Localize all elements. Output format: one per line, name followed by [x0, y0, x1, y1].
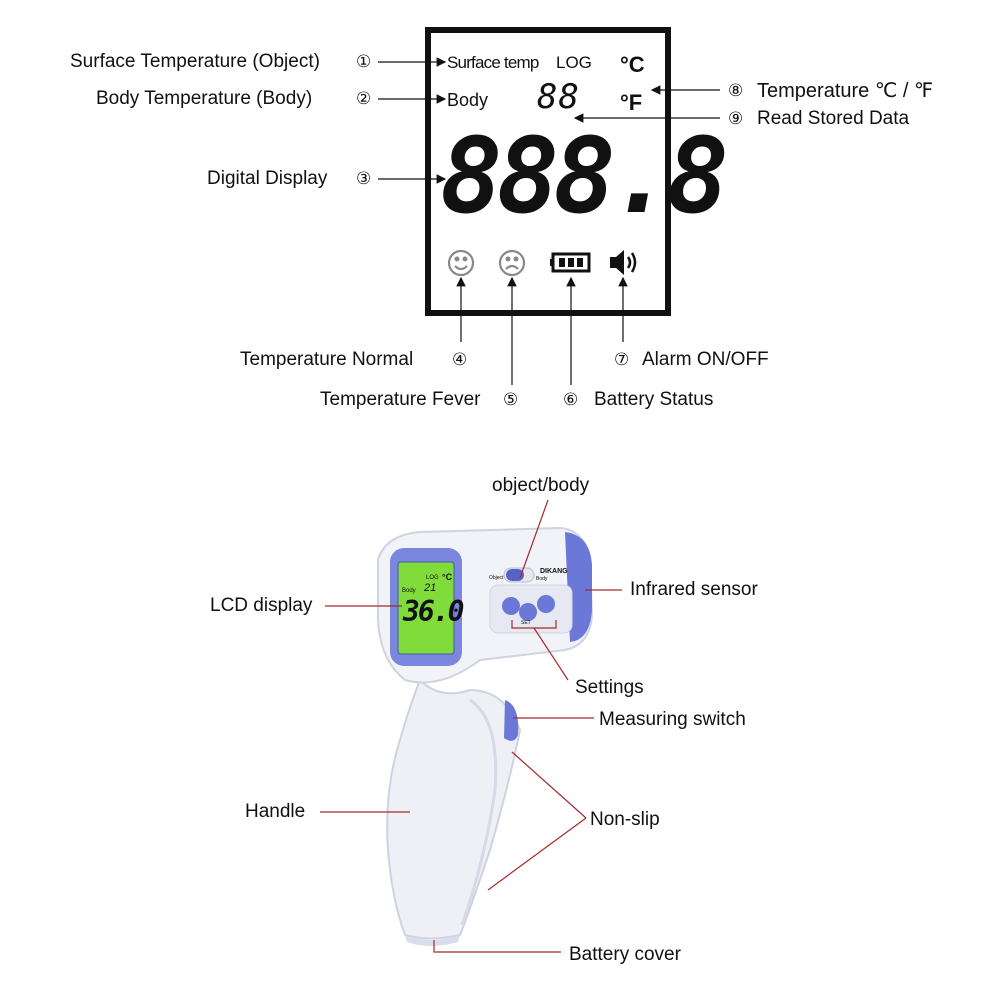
lcd-body-label: Body [447, 90, 489, 110]
leader-settings [533, 627, 569, 681]
label-object-body: object/body [492, 475, 590, 496]
lcd-fahrenheit: °F [620, 90, 643, 115]
callout-5-label: Temperature Fever [320, 389, 481, 410]
screen-small-digits: 21 [424, 582, 437, 594]
label-measuring-switch: Measuring switch [599, 709, 746, 730]
screen-reading: 36.0 [403, 595, 464, 628]
callout-9-label: Read Stored Data [757, 108, 910, 129]
label-lcd-display: LCD display [210, 595, 313, 616]
lcd-log-digits: 88 [537, 77, 580, 117]
lcd-main-digits: 888.8 [440, 115, 729, 237]
button-1 [502, 597, 520, 615]
button-3 [537, 595, 555, 613]
switch-body-label: Body [536, 576, 548, 582]
callout-4-label: Temperature Normal [240, 349, 414, 370]
lcd-celsius: °C [620, 52, 645, 77]
button-set-label: SET [521, 620, 531, 626]
callout-3-number: ③ [356, 169, 372, 189]
callout-8-label: Temperature ℃ / ℉ [757, 80, 933, 102]
callout-1-label: Surface Temperature (Object) [70, 51, 320, 72]
callout-6-number: ⑥ [563, 390, 579, 410]
leader-battery-cover [433, 940, 561, 953]
leader-nonslip-1 [511, 751, 587, 819]
leader-object-body [519, 499, 549, 579]
device-handle [386, 678, 522, 940]
battery-icon [550, 252, 591, 273]
screen-body: Body [402, 588, 416, 594]
lcd-display [397, 561, 455, 655]
frown-icon [498, 249, 526, 277]
switch-object-label: Object [489, 575, 504, 581]
device-brand: DIKANG [540, 568, 568, 575]
callout-4-number: ④ [452, 350, 468, 370]
callout-7-number: ⑦ [614, 350, 630, 370]
label-infrared-sensor: Infrared sensor [630, 579, 758, 600]
callout-2-label: Body Temperature (Body) [96, 88, 313, 109]
callout-2-number: ② [356, 89, 372, 109]
lcd-surface-label: Surface temp [447, 53, 539, 72]
screen-log: LOG [426, 575, 439, 581]
label-settings: Settings [575, 677, 644, 698]
speaker-icon [610, 250, 637, 275]
label-battery-cover: Battery cover [569, 944, 681, 965]
lcd-log-label: LOG [556, 53, 592, 72]
battery-cover [405, 935, 460, 946]
button-2 [519, 603, 537, 621]
screen-unit: °C [442, 572, 453, 582]
measuring-switch [504, 700, 519, 741]
callout-9-number: ⑨ [728, 109, 744, 129]
callout-6-label: Battery Status [594, 389, 714, 410]
label-handle: Handle [245, 801, 306, 822]
label-non-slip: Non-slip [590, 809, 660, 830]
callout-8-number: ⑧ [728, 81, 744, 101]
callout-7-label: Alarm ON/OFF [642, 349, 769, 370]
smile-icon [447, 249, 475, 277]
leader-nonslip-2 [487, 817, 587, 891]
callout-5-number: ⑤ [503, 390, 519, 410]
callout-3-label: Digital Display [207, 168, 328, 189]
callout-1-number: ① [356, 52, 372, 72]
